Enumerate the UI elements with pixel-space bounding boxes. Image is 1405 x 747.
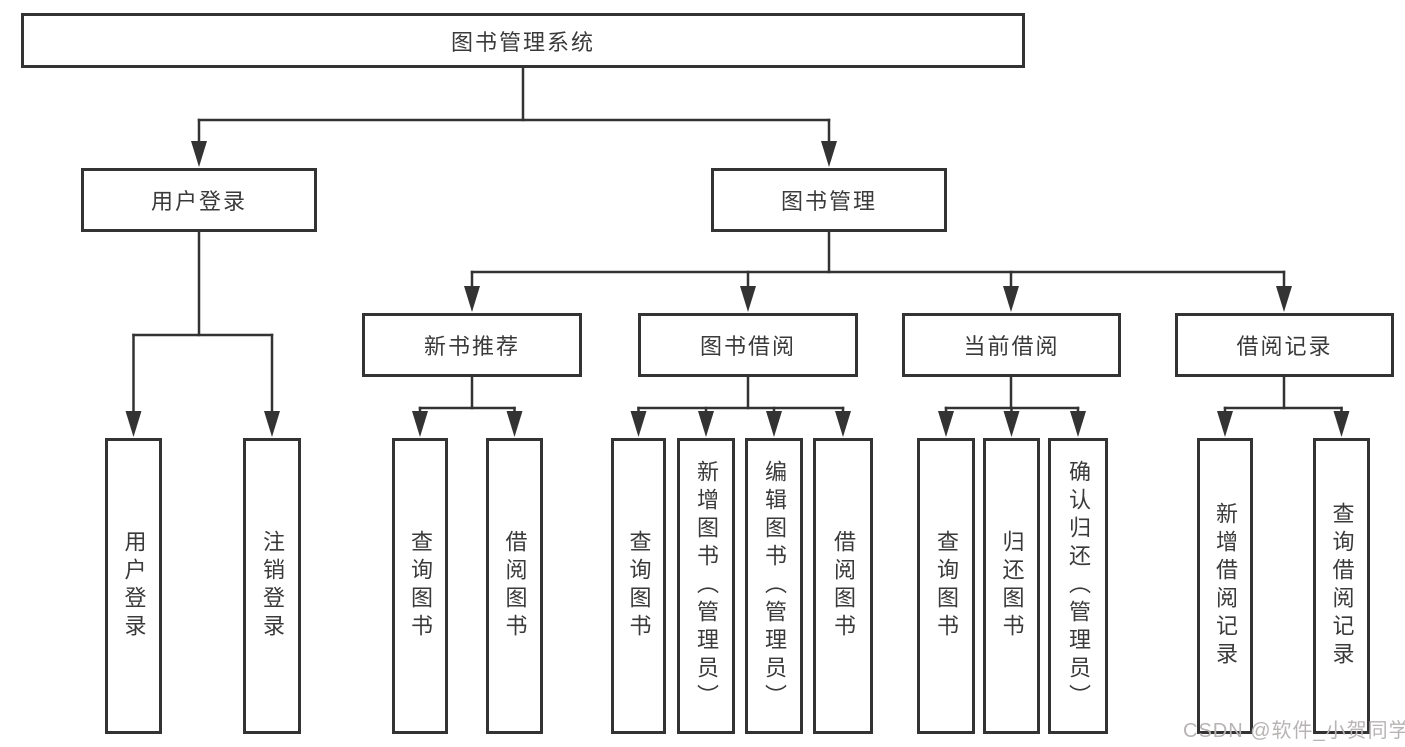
leaf-recommend-borrow-books-label: 借阅图书 (502, 530, 528, 642)
leaf-confirm-return-admin: 确认归还（管理员） (1048, 438, 1108, 734)
node-new-book-recommend-label: 新书推荐 (423, 334, 520, 359)
node-borrow-records: 借阅记录 (1175, 313, 1394, 377)
leaf-query-borrow-record: 查询借阅记录 (1313, 438, 1370, 734)
leaf-query-borrow-record-label: 查询借阅记录 (1329, 502, 1355, 670)
leaf-edit-books-admin: 编辑图书（管理员） (745, 438, 803, 734)
leaf-return-books-label: 归还图书 (999, 530, 1025, 642)
node-root-label: 图书管理系统 (450, 29, 595, 55)
leaf-add-books-admin: 新增图书（管理员） (677, 438, 735, 734)
node-new-book-recommend: 新书推荐 (362, 313, 582, 377)
node-current-borrow: 当前借阅 (902, 313, 1121, 377)
leaf-borrow-query-books: 查询图书 (611, 438, 666, 734)
leaf-borrow-query-books-label: 查询图书 (626, 530, 652, 642)
leaf-current-query-books-label: 查询图书 (934, 530, 959, 642)
node-user-login-label: 用户登录 (150, 189, 247, 214)
leaf-user-login-label: 用户登录 (121, 530, 147, 642)
leaf-borrow-books: 借阅图书 (813, 438, 873, 734)
node-book-borrow-label: 图书借阅 (699, 334, 796, 359)
leaf-recommend-query-books: 查询图书 (392, 438, 448, 734)
leaf-logout-label: 注销登录 (260, 530, 285, 642)
leaf-logout: 注销登录 (243, 438, 301, 734)
leaf-add-borrow-record: 新增借阅记录 (1197, 438, 1253, 734)
leaf-recommend-borrow-books: 借阅图书 (486, 438, 543, 734)
node-borrow-records-label: 借阅记录 (1236, 334, 1333, 359)
leaf-recommend-query-books-label: 查询图书 (408, 530, 433, 642)
leaf-add-borrow-record-label: 新增借阅记录 (1213, 502, 1238, 670)
node-current-borrow-label: 当前借阅 (963, 334, 1060, 359)
node-book-borrow: 图书借阅 (638, 313, 858, 377)
node-root-system: 图书管理系统 (21, 13, 1025, 68)
node-book-management: 图书管理 (711, 168, 947, 232)
leaf-add-books-admin-label: 新增图书（管理员） (694, 460, 719, 712)
leaf-user-login: 用户登录 (105, 438, 162, 734)
node-user-login: 用户登录 (81, 168, 317, 232)
leaf-return-books: 归还图书 (983, 438, 1040, 734)
leaf-edit-books-admin-label: 编辑图书（管理员） (762, 460, 787, 712)
leaf-borrow-books-label: 借阅图书 (831, 530, 856, 642)
csdn-watermark: CSDN @软件_小贺同学 (1183, 720, 1405, 742)
leaf-confirm-return-admin-label: 确认归还（管理员） (1066, 460, 1091, 712)
arrowhead-icons (125, 141, 1350, 437)
leaf-current-query-books: 查询图书 (917, 438, 975, 734)
node-book-management-label: 图书管理 (780, 189, 877, 214)
